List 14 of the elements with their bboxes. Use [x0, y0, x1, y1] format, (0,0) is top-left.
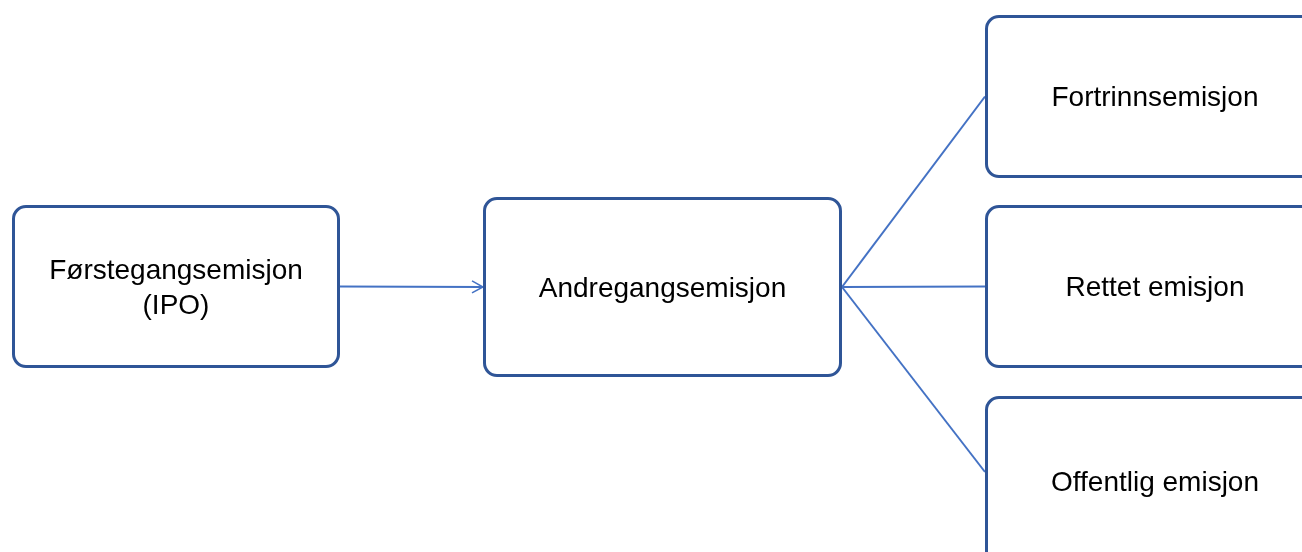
process-box: [12, 205, 340, 368]
connector-line: [841, 285, 986, 288]
box-label: Fortrinnsemisjon: [1051, 80, 1259, 114]
process-box: [985, 396, 1302, 552]
box-label: Rettet emisjon: [1065, 270, 1245, 304]
process-box: [985, 15, 1302, 178]
box-label: Andregangsemisjon: [538, 270, 787, 305]
connector-line: [841, 95, 986, 288]
process-box: [985, 205, 1302, 368]
connector-line: [841, 286, 986, 473]
arrow: [339, 280, 484, 294]
process-box: [483, 197, 842, 377]
box-label: Førstegangsemisjon (IPO): [48, 252, 304, 322]
box-label: Offentlig emisjon: [1051, 464, 1259, 499]
